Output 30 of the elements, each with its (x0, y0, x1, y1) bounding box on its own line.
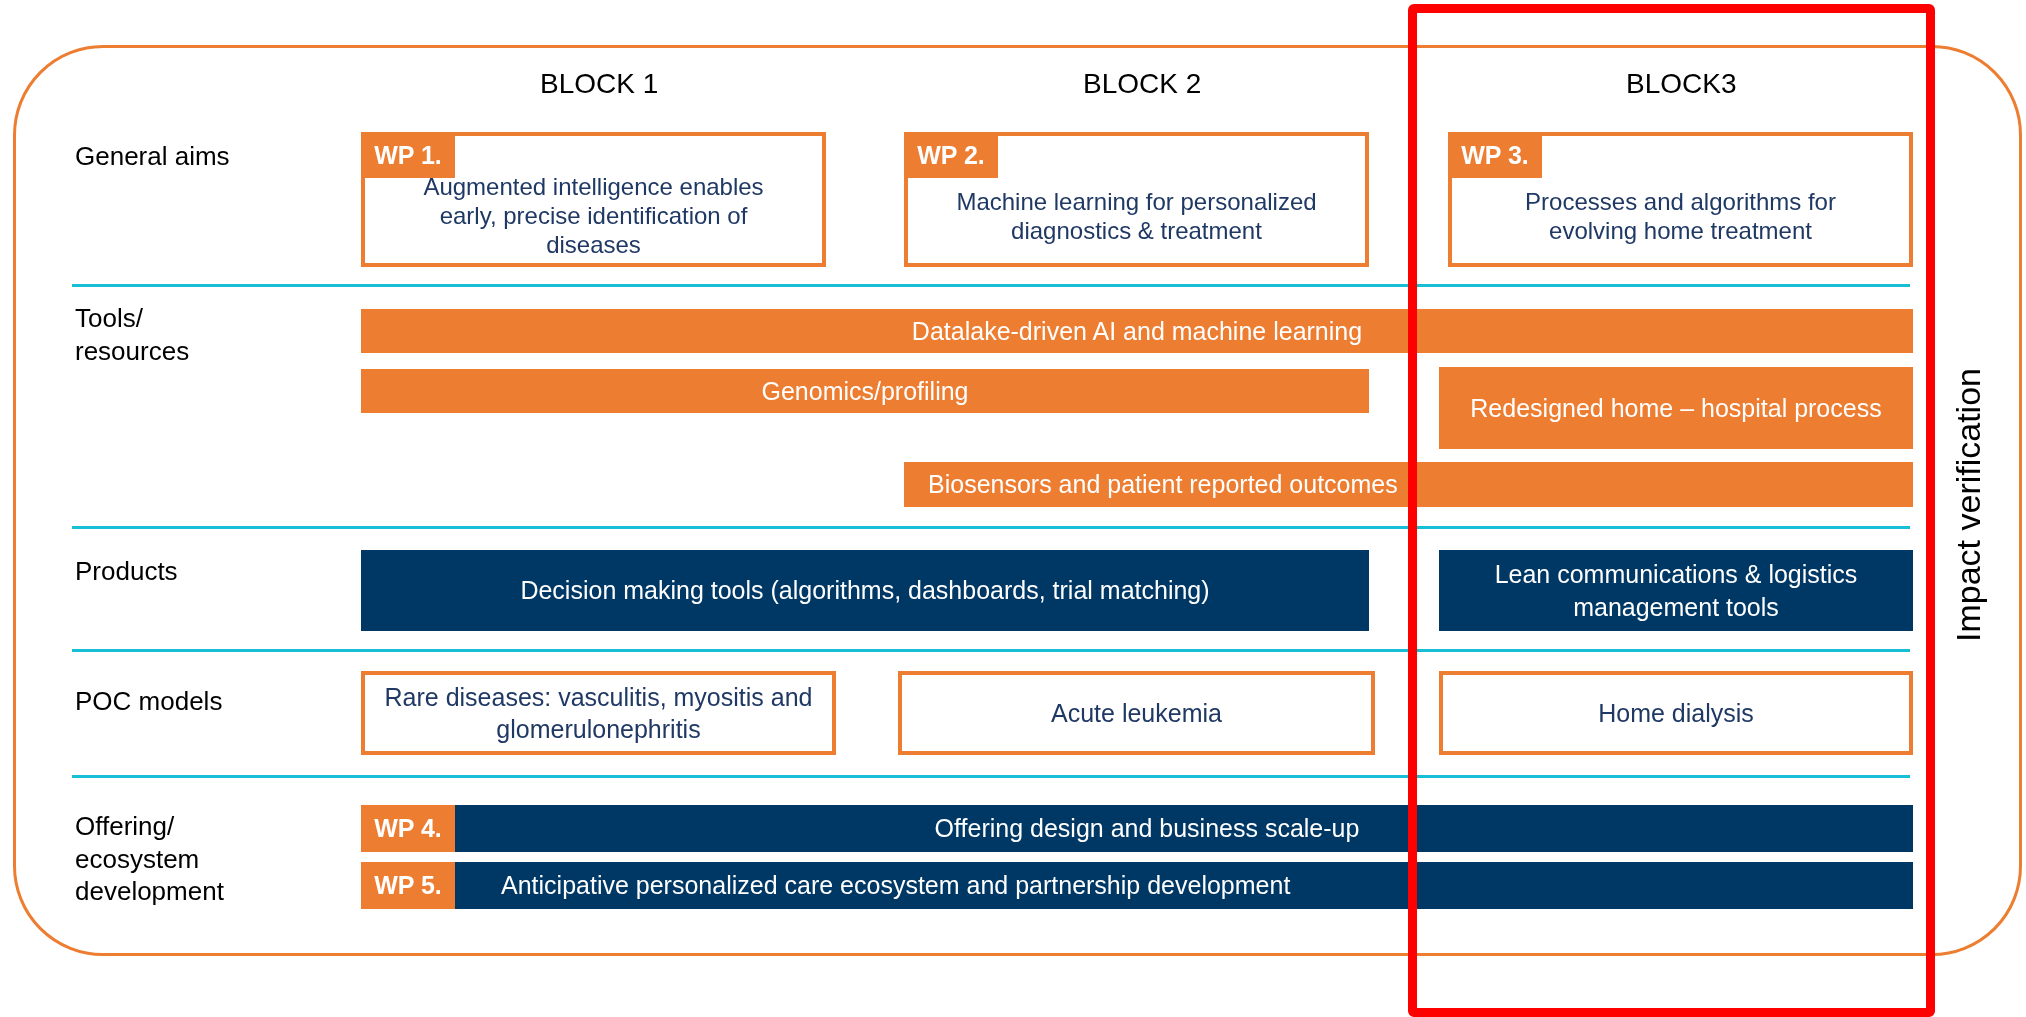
work-package-bar (361, 805, 1913, 852)
work-package-tag: WP 5. (361, 862, 455, 909)
work-package-tag: WP 4. (361, 805, 455, 852)
work-package-bar (361, 862, 1913, 909)
resource-bar: Datalake-driven AI and machine learning (361, 309, 1913, 353)
column-heading: BLOCK3 (1626, 67, 1737, 101)
column-heading: BLOCK 1 (540, 67, 659, 101)
side-label: Impact verification (1948, 368, 1988, 642)
work-package-box (1448, 132, 1913, 267)
aim-text: Machine learning for personalized diagnostics & treatment (955, 187, 1318, 246)
work-package-box (361, 132, 826, 267)
row-heading: Offering/ ecosystem development (75, 810, 225, 908)
row-heading: Products (75, 555, 179, 588)
resource-bar: Biosensors and patient reported outcomes (904, 462, 1913, 507)
work-package-box (904, 132, 1369, 267)
product-bar: Lean communications & logistics management tools (1439, 550, 1913, 631)
program-frame (13, 45, 2022, 956)
row-heading: General aims (75, 140, 231, 173)
resource-bar: Genomics/profiling (361, 369, 1369, 413)
column-heading: BLOCK 2 (1083, 67, 1202, 101)
row-heading: POC models (75, 685, 224, 718)
bar-text: Offering design and business scale-up (933, 813, 1360, 845)
aim-text: Processes and algorithms for evolving home treatment (1524, 187, 1837, 246)
resource-bar: Redesigned home – hospital process (1439, 367, 1913, 449)
model-box: Acute leukemia (898, 671, 1375, 755)
bar-text: Anticipative personalized care ecosystem and partnership development (500, 870, 1291, 902)
model-box: Home dialysis (1439, 671, 1913, 755)
model-box: Rare diseases: vasculitis, myositis and glomerulonephritis (361, 671, 836, 755)
product-bar: Decision making tools (algorithms, dashboards, trial matching) (361, 550, 1369, 631)
row-heading: Tools/ resources (75, 302, 191, 367)
